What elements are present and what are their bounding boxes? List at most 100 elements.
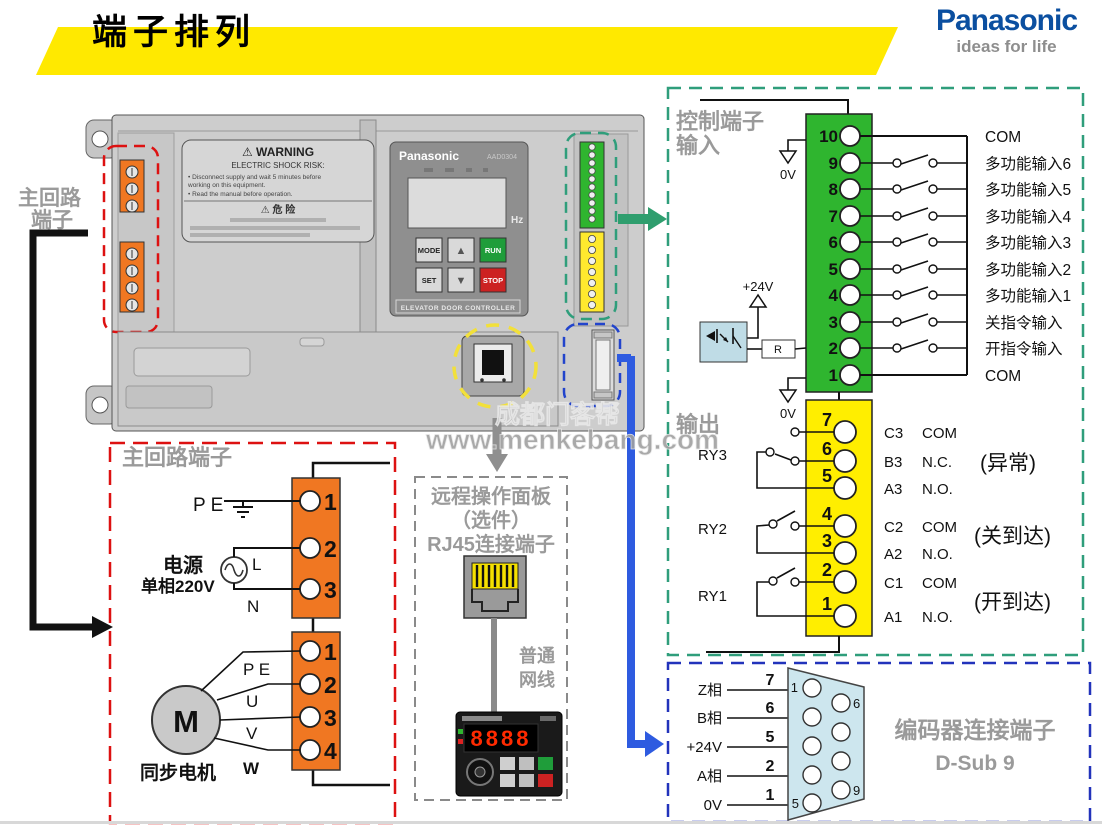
terminal-number: 3	[324, 705, 337, 731]
cable-label2: 网线	[519, 669, 555, 690]
up-button: ▲	[456, 245, 467, 257]
dsub-pin9-label: 9	[853, 783, 860, 798]
output-terminal-row: 6 B3 N.C.	[790, 439, 952, 473]
phase-w-label: W	[243, 759, 260, 778]
encoder-box: Z相 7 B相 6 +24V 5 A相 2 0V 1	[666, 661, 1092, 824]
relay-label: RY3	[698, 447, 727, 464]
side-label-line1: 主回路	[18, 186, 82, 210]
gnd-bottom-label: 0V	[780, 406, 796, 421]
contact-type: N.O.	[922, 481, 953, 498]
pin-number: 7	[766, 672, 775, 689]
io-terminals-highlight	[564, 131, 618, 321]
encoder-pin-row: 0V 1	[704, 787, 788, 814]
main-circuit-box: 主回路端子 1 2 3 P E	[108, 441, 397, 825]
main-circuit-callout: 主回路 端子	[18, 186, 113, 638]
output-terminal-row: 1 A1 N.O.	[822, 594, 953, 628]
panasonic-logo: Panasonic ideas for life	[919, 4, 1094, 56]
output-title: 输出	[676, 412, 720, 437]
relay-ry3: RY3 (异常)	[698, 447, 1036, 489]
relay-ry1: RY1 (开到达)	[698, 567, 1051, 617]
power-label1: 电源	[163, 554, 203, 577]
pin-signal: Z相	[698, 682, 722, 699]
bottom-divider	[0, 821, 1102, 824]
panel-keypad: MODE ▲ RUN SET ▼ STOP	[415, 237, 507, 293]
warning-subtitle: ELECTRIC SHOCK RISK:	[231, 161, 324, 170]
terminal-number: 2	[324, 536, 337, 562]
terminal-label: 多功能输入3	[985, 234, 1071, 252]
terminal-number: 8	[829, 180, 838, 199]
input-terminal-block	[805, 113, 873, 393]
panel-display	[407, 177, 507, 229]
remote-arrow	[486, 418, 508, 472]
terminal-number: 1	[822, 594, 832, 614]
terminal-number: 1	[324, 489, 337, 515]
contact-type: N.O.	[922, 546, 953, 563]
terminal-label: 开指令输入	[985, 340, 1063, 358]
terminal-label: 关指令输入	[985, 314, 1063, 332]
rj45-port	[461, 335, 525, 397]
remote-title2: （选件）	[451, 508, 531, 532]
device-lower-section	[117, 323, 559, 427]
warning-line: working on this equipment.	[187, 182, 266, 189]
rj45-jack-icon	[463, 555, 527, 619]
input-terminal-row: 3 关指令输入	[829, 311, 1063, 333]
mode-button: MODE	[418, 246, 441, 255]
terminal-number: 4	[822, 504, 832, 524]
contact-code: A3	[884, 481, 902, 498]
terminal-label: 多功能输入6	[985, 155, 1071, 173]
pin-signal: 0V	[704, 797, 722, 814]
input-supply-circuit: +24V R	[699, 279, 807, 363]
terminal-number: 2	[324, 672, 337, 698]
dsub-pin5-label: 5	[792, 796, 799, 811]
device-control-panel: Panasonic AAD0304 Hz MODE ▲ RUN	[389, 141, 529, 317]
output-terminal-row: 7 C3 COM	[790, 410, 957, 444]
terminal-label: 多功能输入2	[985, 261, 1071, 279]
pe-label: P E	[243, 660, 270, 679]
ac-source	[220, 547, 300, 590]
earth-symbol	[233, 501, 253, 518]
resistor-label: R	[774, 344, 782, 356]
remote-title1: 远程操作面板	[431, 484, 552, 508]
pin-signal: A相	[697, 768, 722, 785]
output-group-label: (异常)	[980, 452, 1036, 475]
output-terminal-row: 3 A2 N.O.	[822, 531, 953, 565]
remote-operator-panel: 8888	[455, 711, 563, 797]
ground-symbol-bottom: 0V	[778, 377, 806, 421]
terminal-number: 5	[822, 466, 832, 486]
encoder-subtitle: D-Sub 9	[935, 752, 1014, 775]
terminal-number: 2	[829, 339, 838, 358]
power-label2: 单相220V	[141, 576, 215, 596]
output-terminal-row: 4 C2 COM	[790, 504, 957, 538]
input-terminal-row: 8 多功能输入5	[829, 178, 1071, 200]
motor-letter: M	[173, 704, 199, 739]
contact-code: B3	[884, 454, 902, 471]
terminal-number: 7	[829, 207, 838, 226]
terminal-number: 5	[829, 260, 838, 279]
plus24v-label: +24V	[743, 279, 774, 294]
relay-label: RY1	[698, 588, 727, 605]
contact-type: N.O.	[922, 609, 953, 626]
pin-number: 1	[766, 787, 775, 804]
contact-code: C3	[884, 425, 903, 442]
control-box-title2: 输入	[676, 133, 720, 158]
input-terminal-row: 9 多功能输入6	[829, 152, 1071, 174]
input-terminal-row: 7 多功能输入4	[829, 205, 1072, 227]
encoder-pin-row: Z相 7	[698, 672, 788, 699]
terminal-number: 7	[822, 410, 832, 430]
panel-footer-label: ELEVATOR DOOR CONTROLLER	[401, 305, 516, 312]
terminal-number: 1	[324, 639, 337, 665]
panel-brand: Panasonic	[399, 149, 459, 163]
contact-code: C1	[884, 575, 903, 592]
down-button: ▼	[456, 275, 467, 287]
control-io-box: 控制端子 输入 10 COM 9 多功能	[666, 86, 1085, 657]
dsub-pin6-label: 6	[853, 696, 860, 711]
input-terminal-row: 5 多功能输入2	[829, 258, 1071, 280]
contact-type: COM	[922, 575, 957, 592]
contact-code: A1	[884, 609, 902, 626]
terminal-number: 3	[829, 313, 838, 332]
device-io-terminals	[562, 131, 629, 408]
control-box-title1: 控制端子	[676, 109, 764, 134]
terminal-number: 3	[324, 577, 337, 603]
terminal-number: 9	[829, 154, 838, 173]
output-group-label: (关到达)	[974, 525, 1051, 548]
